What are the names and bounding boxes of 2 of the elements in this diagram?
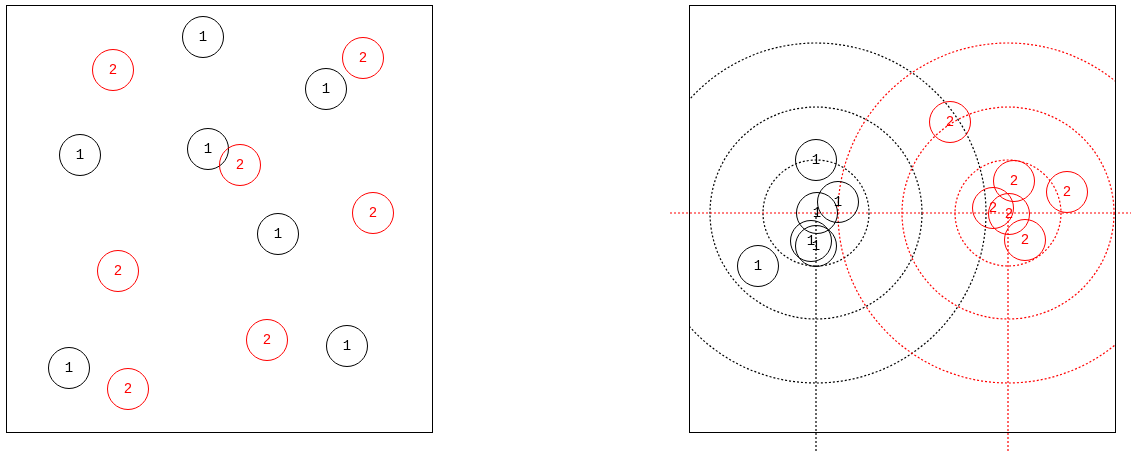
- plot-frame: [689, 5, 1116, 433]
- plot-frame: [6, 5, 433, 433]
